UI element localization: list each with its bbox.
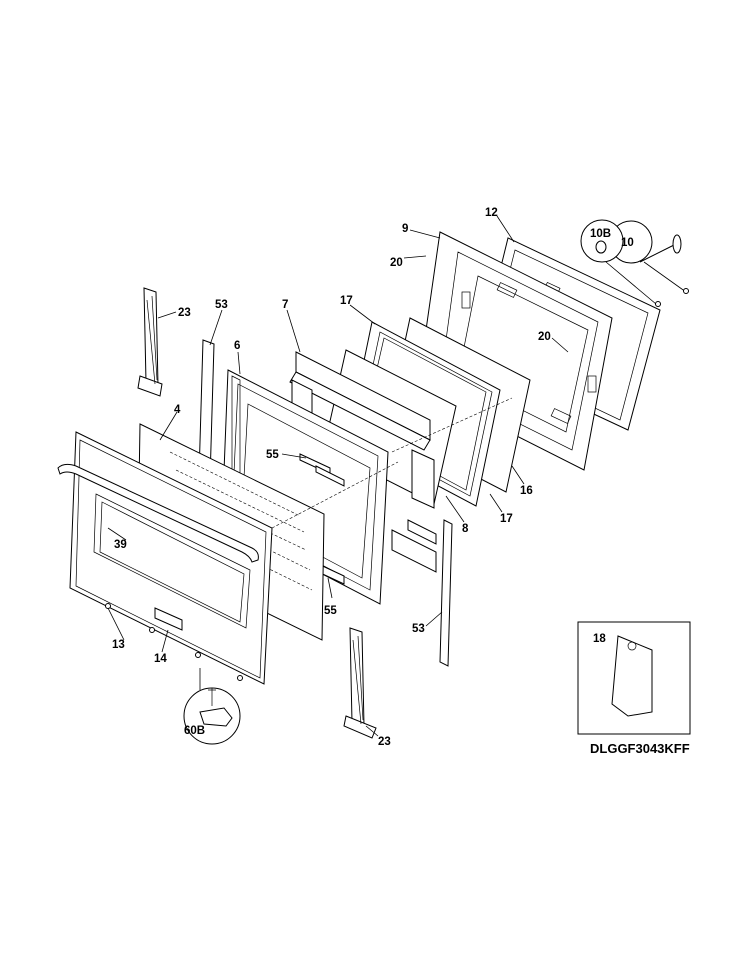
label-10b: 10B [590, 228, 611, 240]
part-23-hinge-lower [343, 627, 377, 739]
label-23-upper: 23 [178, 307, 191, 319]
label-4: 4 [174, 404, 181, 416]
label-53-lower: 53 [412, 623, 425, 635]
part-10b-washer [580, 219, 624, 263]
label-17-upper: 17 [340, 295, 353, 307]
label-60b: 60B [184, 725, 205, 737]
label-53-upper: 53 [215, 299, 228, 311]
label-10: 10 [621, 237, 634, 249]
label-17-lower: 17 [500, 513, 513, 525]
part-23-hinge-upper [137, 287, 163, 397]
part-53-right-strip [439, 519, 453, 667]
label-39: 39 [114, 539, 127, 551]
label-9: 9 [402, 223, 408, 235]
leader-lines [107, 215, 569, 737]
label-23-lower: 23 [378, 736, 391, 748]
label-16: 16 [520, 485, 533, 497]
label-12: 12 [485, 207, 498, 219]
label-13: 13 [112, 639, 125, 651]
label-20-upper: 20 [390, 257, 403, 269]
label-8: 8 [462, 523, 469, 535]
label-55-upper: 55 [266, 449, 279, 461]
part-18-inset-box [577, 621, 691, 735]
part-13-outer-door [57, 431, 273, 685]
label-6: 6 [234, 340, 240, 352]
label-14: 14 [154, 653, 167, 665]
label-20-lower: 20 [538, 331, 551, 343]
part-60b-screw [183, 687, 241, 745]
model-number: DLGGF3043KFF [590, 741, 690, 756]
label-7: 7 [282, 299, 288, 311]
label-18: 18 [593, 633, 606, 645]
label-55-lower: 55 [324, 605, 337, 617]
